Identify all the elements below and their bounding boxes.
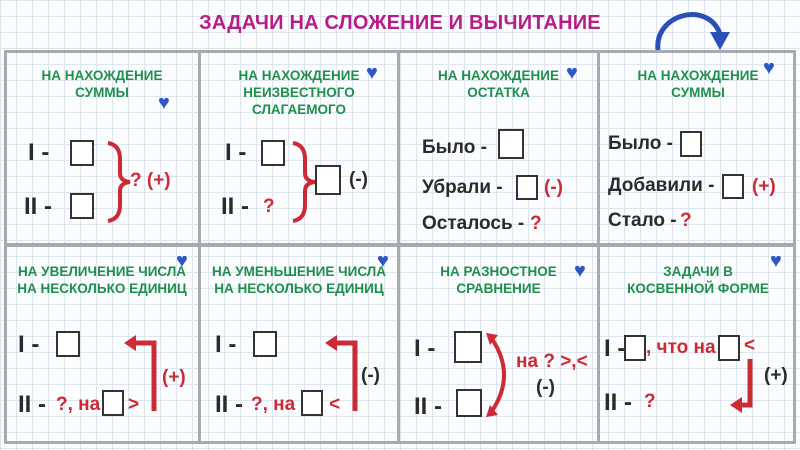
cell-difference-compare: НА РАЗНОСТНОЕ СРАВНЕНИЕ ♥ I - II - на ? >… — [400, 247, 597, 441]
cell-decrease: НА УМЕНЬШЕНИЕ ЧИСЛА НА НЕСКОЛЬКО ЕДИНИЦ ♥… — [201, 247, 397, 441]
cell-header-line: КОСВЕННОЙ ФОРМЕ — [627, 281, 769, 296]
unknown-mark: ? — [263, 196, 275, 217]
answer-box — [102, 390, 124, 416]
unknown-mark: ? — [530, 213, 542, 234]
cell-sum-2: НА НАХОЖДЕНИЕ СУММЫ ♥ Было - Добавили - (… — [600, 53, 796, 243]
answer-box — [301, 390, 323, 416]
line-label: II - — [604, 389, 632, 416]
operation-label: (-) — [544, 177, 563, 198]
comparison-label: ?, на — [56, 394, 101, 415]
cell-remainder: НА НАХОЖДЕНИЕ ОСТАТКА ♥ Было - Убрали - (… — [400, 53, 597, 243]
cell-header-line: СРАВНЕНИЕ — [456, 281, 541, 296]
heart-icon: ♥ — [377, 250, 389, 272]
line-label: I - — [225, 139, 247, 166]
answer-box — [718, 335, 740, 361]
answer-box — [456, 389, 482, 417]
operation-label: (-) — [536, 377, 555, 398]
answer-box — [70, 193, 94, 219]
answer-box — [56, 331, 80, 357]
answer-box — [624, 335, 646, 361]
cell-header-line: НА УМЕНЬШЕНИЕ ЧИСЛА — [212, 264, 386, 279]
operation-label: (+) — [162, 367, 186, 388]
operation-label: (-) — [349, 169, 368, 190]
brace-icon — [107, 141, 131, 223]
bracket-arrow-icon — [124, 335, 157, 411]
cell-header-line: НА НЕСКОЛЬКО ЕДИНИЦ — [214, 281, 384, 296]
cell-header-line: НА НАХОЖДЕНИЕ — [238, 68, 360, 83]
column-divider — [397, 50, 400, 444]
cell-indirect-form: ЗАДАЧИ В КОСВЕННОЙ ФОРМЕ ♥ I - , что на <… — [600, 247, 796, 441]
line-label: I - — [604, 335, 626, 362]
line-label: I - — [215, 331, 237, 358]
answer-box — [498, 129, 524, 159]
cell-header-line: НА УВЕЛИЧЕНИЕ ЧИСЛА — [17, 264, 187, 279]
line-label: Добавили - — [608, 175, 715, 196]
answer-box — [516, 175, 538, 200]
curved-arrow-icon — [655, 12, 730, 51]
comparison-label: ?, на — [251, 394, 296, 415]
line-label: I - — [28, 139, 50, 166]
unknown-mark: ? — [680, 210, 692, 231]
answer-box — [454, 331, 482, 363]
heart-icon: ♥ — [770, 250, 782, 272]
line-label: Стало - — [608, 210, 677, 231]
column-divider — [597, 50, 600, 444]
comparison-sign: < — [744, 335, 756, 356]
line-label: I - — [414, 335, 436, 362]
comparison-label: на ? >,< — [516, 351, 588, 372]
comparison-sign: > — [128, 394, 140, 415]
cell-header-line: НА НЕСКОЛЬКО ЕДИНИЦ — [17, 281, 187, 296]
unknown-mark: ? — [644, 391, 656, 412]
operation-label: (+) — [752, 176, 776, 197]
cell-header-line: ОСТАТКА — [467, 85, 530, 100]
cell-header-line: СУММЫ — [75, 85, 129, 100]
heart-icon: ♥ — [566, 62, 578, 84]
cell-increase: НА УВЕЛИЧЕНИЕ ЧИСЛА НА НЕСКОЛЬКО ЕДИНИЦ ♥… — [6, 247, 198, 441]
cell-header-line: НА РАЗНОСТНОЕ — [440, 264, 557, 279]
row-divider — [4, 243, 796, 247]
line-label: Было - — [608, 133, 673, 154]
cell-unknown-addend: НА НАХОЖДЕНИЕ НЕИЗВЕСТНОГО СЛАГАЕМОГО ♥ I… — [201, 53, 397, 243]
operation-label: (+) — [764, 365, 788, 386]
table-frame — [4, 50, 796, 444]
answer-box — [680, 131, 702, 157]
heart-icon: ♥ — [176, 250, 188, 272]
line-label: II - — [215, 391, 243, 418]
comparison-sign: < — [329, 394, 341, 415]
comparison-label: , что на — [646, 337, 716, 358]
operation-label: (-) — [361, 365, 380, 386]
answer-box — [315, 165, 341, 195]
curved-arrows-icon — [486, 333, 506, 417]
cell-header-line: НА НАХОЖДЕНИЕ — [637, 68, 759, 83]
line-label: I - — [18, 331, 40, 358]
line-label: II - — [24, 193, 52, 220]
cell-sum: НА НАХОЖДЕНИЕ СУММЫ ♥ I - II - ? (+) — [6, 53, 198, 243]
cell-header-line: НА НАХОЖДЕНИЕ — [437, 68, 559, 83]
line-label: II - — [18, 391, 46, 418]
line-label: II - — [221, 193, 249, 220]
answer-box — [253, 331, 277, 357]
bracket-arrow-icon — [325, 335, 358, 411]
heart-icon: ♥ — [763, 57, 775, 79]
line-label: II - — [414, 393, 442, 420]
cell-header-line: ЗАДАЧИ В — [663, 264, 733, 279]
answer-box — [70, 140, 94, 166]
line-label: Было - — [422, 137, 487, 158]
line-label: Убрали - — [422, 177, 503, 198]
heart-icon: ♥ — [366, 62, 378, 84]
poster-title: ЗАДАЧИ НА СЛОЖЕНИЕ И ВЫЧИТАНИЕ — [199, 12, 601, 34]
cell-header-line: НЕИЗВЕСТНОГО СЛАГАЕМОГО — [243, 85, 355, 117]
operation-label: ? (+) — [130, 170, 171, 191]
line-label: Осталось - — [422, 213, 525, 234]
answer-box — [722, 174, 744, 199]
cell-header-line: СУММЫ — [671, 85, 725, 100]
bracket-arrow-icon — [730, 359, 753, 413]
heart-icon: ♥ — [574, 260, 586, 282]
heart-icon: ♥ — [158, 92, 170, 114]
answer-box — [261, 140, 285, 166]
column-divider — [198, 50, 201, 444]
cell-header-line: НА НАХОЖДЕНИЕ — [41, 68, 163, 83]
